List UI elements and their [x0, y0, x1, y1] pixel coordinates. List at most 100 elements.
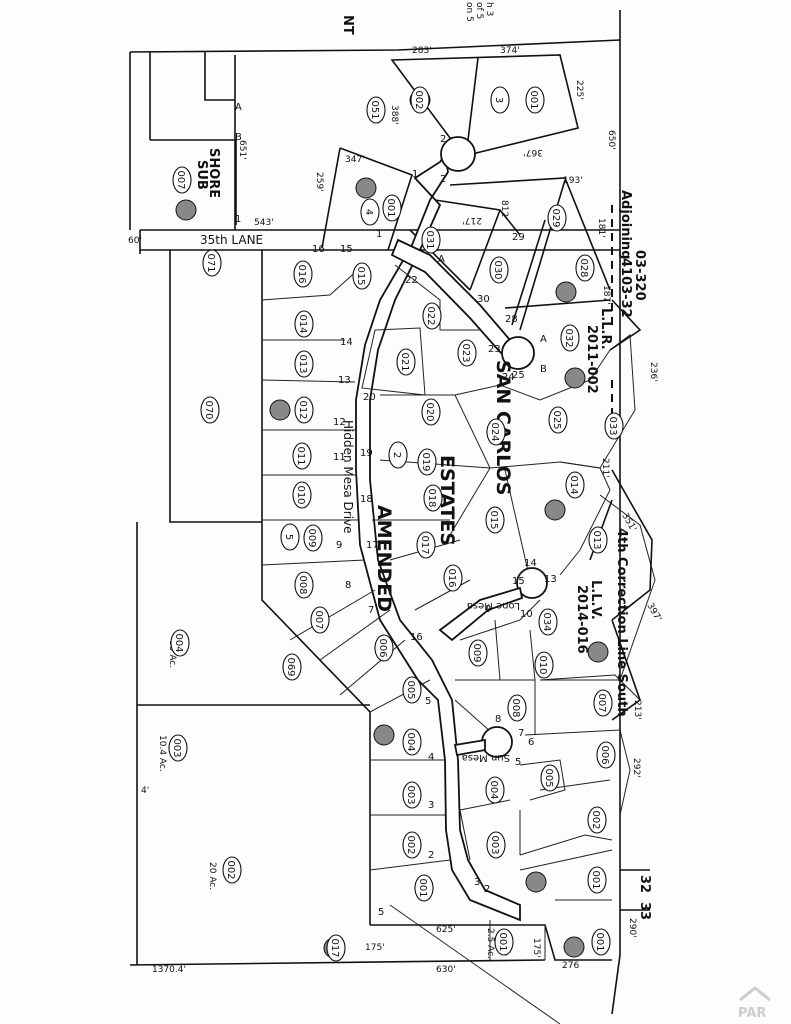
svg-text:2: 2 [484, 884, 490, 895]
svg-text:29: 29 [512, 232, 525, 243]
svg-text:003: 003 [405, 785, 416, 804]
svg-text:347': 347' [345, 155, 365, 165]
parcel-p018: 018 [423, 484, 443, 512]
svg-text:007: 007 [596, 693, 607, 712]
svg-text:A: A [438, 254, 445, 265]
svg-text:028: 028 [578, 258, 589, 277]
svg-text:187': 187' [601, 285, 611, 305]
top-partial-1: h 3 [484, 2, 494, 16]
svg-text:24: 24 [502, 372, 515, 383]
svg-text:071: 071 [205, 253, 216, 272]
svg-text:7: 7 [518, 728, 524, 739]
shore-sub-line1: SHORE [206, 148, 221, 198]
svg-text:5: 5 [378, 907, 384, 918]
svg-text:8: 8 [495, 714, 501, 725]
subdivision-name-line3: AMENDED [373, 505, 395, 612]
svg-text:20: 20 [363, 392, 376, 403]
svg-text:292': 292' [631, 758, 641, 778]
street-35th-lane: 35th LANE [200, 233, 263, 247]
section-33: 33 [637, 902, 652, 920]
svg-text:014: 014 [297, 314, 308, 333]
hatched-parcel-marker [355, 177, 377, 199]
parcel-p070: 070 [200, 396, 220, 424]
hatched-parcel-marker [544, 499, 566, 521]
svg-text:013: 013 [297, 354, 308, 373]
parcel-p003b: 003 [486, 831, 506, 859]
dimension-labels: 283' 374' 225' 367' 650' 193' 388' 347' … [128, 46, 663, 975]
svg-text:28: 28 [505, 314, 518, 325]
svg-text:15: 15 [340, 244, 353, 255]
llv-number: 2014-016 [574, 585, 589, 654]
svg-text:374': 374' [500, 46, 520, 56]
svg-text:007: 007 [175, 170, 186, 189]
hatched-parcel-marker [175, 199, 197, 221]
svg-text:2: 2 [440, 174, 446, 185]
parcel-p006: 006 [374, 634, 394, 662]
svg-text:005: 005 [405, 680, 416, 699]
acreage-002: 20 Ac. [207, 862, 217, 890]
parcel-p071: 071 [202, 249, 222, 277]
hatched-parcel-marker [555, 281, 577, 303]
svg-text:3: 3 [493, 97, 504, 103]
parcel-p029: 029 [547, 204, 567, 232]
parcel-p001d: 001 [587, 866, 607, 894]
svg-text:034: 034 [541, 612, 552, 631]
svg-text:14: 14 [340, 337, 353, 348]
svg-text:008: 008 [510, 698, 521, 717]
svg-text:14: 14 [524, 558, 537, 569]
svg-text:4: 4 [363, 209, 374, 215]
acreage-001: 2.5 Ac. [485, 928, 495, 959]
svg-text:2: 2 [440, 134, 446, 145]
parcel-p030: 030 [489, 256, 509, 284]
svg-text:543': 543' [254, 218, 274, 228]
adjoining-label: Adjoining [618, 190, 633, 259]
svg-text:9: 9 [485, 604, 491, 615]
svg-text:016: 016 [446, 568, 457, 587]
parcel-p022: 022 [422, 302, 442, 330]
lot-numbers: 2 2 1 A 29 1 16 15 22 30 28 23 A B 25 24… [235, 102, 557, 918]
svg-text:175': 175' [365, 943, 385, 953]
svg-text:B: B [235, 132, 242, 143]
parcel-p017: 017 [416, 531, 436, 559]
parcel-p016b: 016 [443, 564, 463, 592]
svg-text:625': 625' [436, 925, 456, 935]
parcel-p020: 020 [421, 398, 441, 426]
svg-text:3: 3 [474, 877, 480, 888]
parcel-p013: 013 [294, 350, 314, 378]
svg-text:812: 812 [499, 200, 509, 217]
top-nt: NT [340, 15, 355, 35]
parcel-p5a: 5 [280, 523, 300, 551]
svg-text:7: 7 [368, 605, 374, 616]
parcel-p001e: 001 [494, 928, 514, 956]
svg-text:388': 388' [389, 105, 399, 125]
svg-text:4': 4' [141, 786, 149, 796]
svg-text:10: 10 [520, 609, 533, 620]
parcel-p2a: 2 [388, 441, 408, 469]
svg-text:9: 9 [336, 540, 342, 551]
parcel-p025: 025 [548, 406, 568, 434]
svg-text:017: 017 [329, 938, 340, 957]
svg-text:217': 217' [462, 215, 482, 225]
svg-text:5: 5 [425, 696, 431, 707]
north-lots [321, 54, 611, 331]
llr-label: L.L.R. [598, 308, 613, 350]
parcel-p005: 005 [402, 676, 422, 704]
acreage-003: 10.4 Ac. [157, 735, 167, 772]
parcel-p005b: 005 [540, 764, 560, 792]
svg-text:031: 031 [424, 230, 435, 249]
svg-text:367': 367' [523, 147, 543, 157]
adjoining-ref2: 4103-32 [618, 258, 633, 318]
svg-text:012: 012 [297, 400, 308, 419]
parcel-p069: 069 [282, 653, 302, 681]
svg-text:021: 021 [399, 352, 410, 371]
parcel-p019: 019 [417, 448, 437, 476]
svg-text:025: 025 [551, 410, 562, 429]
parcel-p001c: 001 [414, 874, 434, 902]
parcel-p002a: 002 [410, 86, 430, 114]
parcel-p021: 021 [396, 348, 416, 376]
svg-text:015: 015 [488, 510, 499, 529]
svg-text:650': 650' [606, 130, 616, 150]
svg-text:007: 007 [313, 610, 324, 629]
